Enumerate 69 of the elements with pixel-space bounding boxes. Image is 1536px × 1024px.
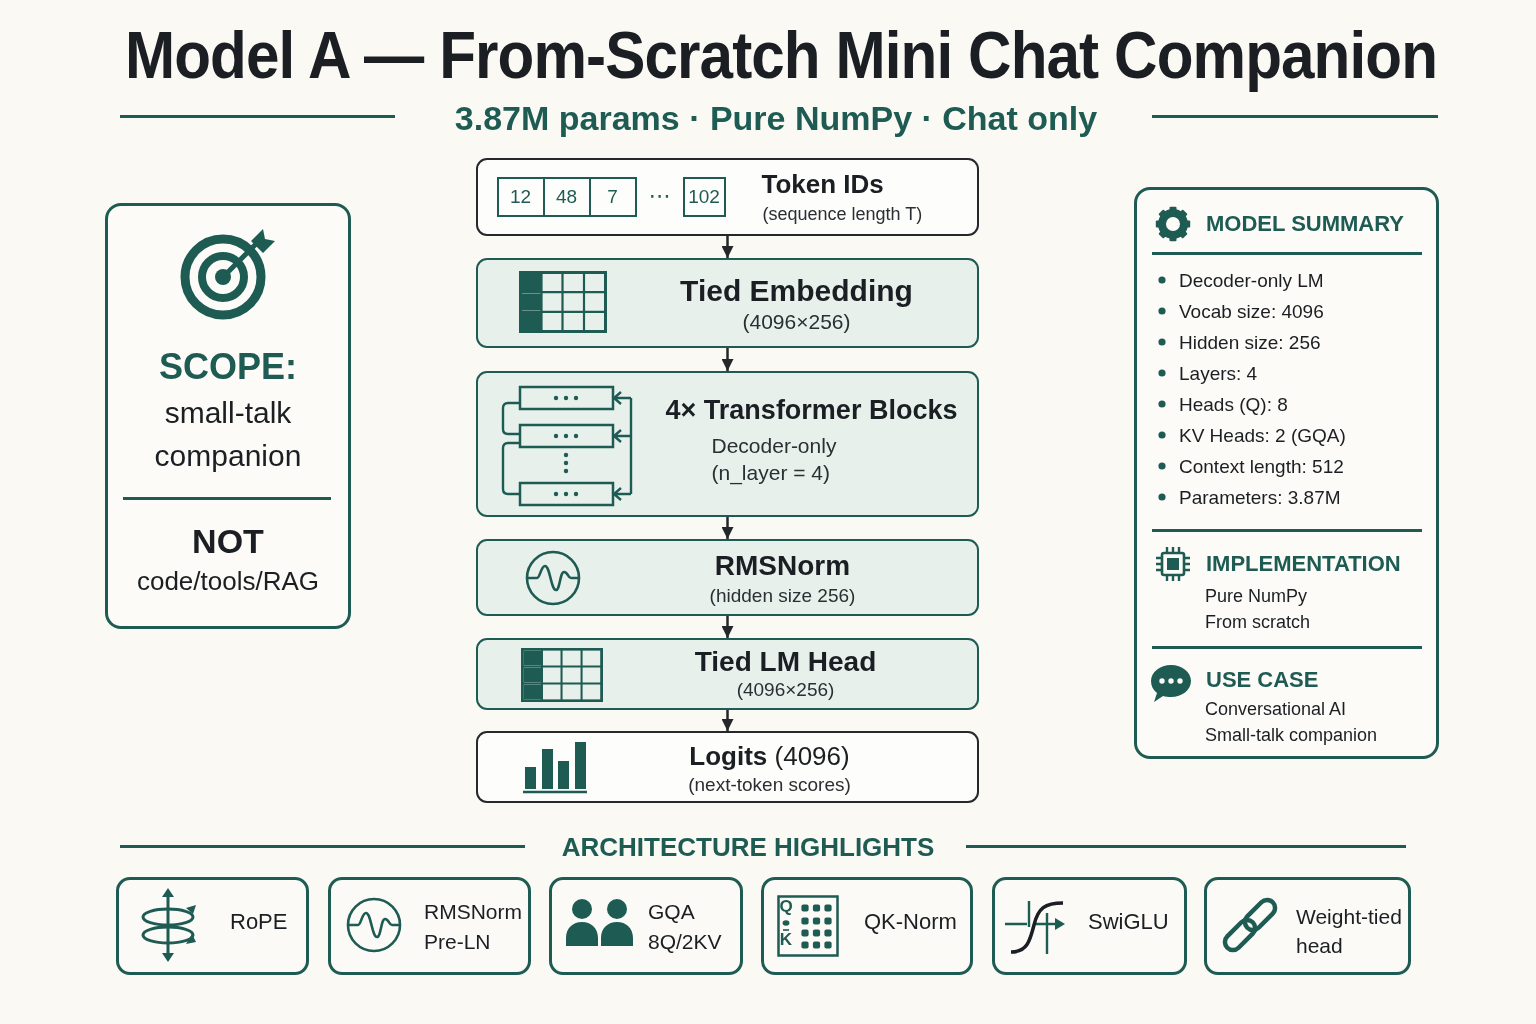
process-box: [476, 539, 979, 616]
feature-card: [1204, 877, 1411, 975]
panel-heading: NOT: [192, 520, 264, 562]
ellipsis-text: ⋯: [648, 182, 671, 209]
bullet-item: Layers: 4: [1179, 361, 1258, 385]
output-box: [476, 731, 979, 803]
process-box: [476, 258, 979, 348]
process-box: [476, 371, 979, 517]
node-subtitle: (4096×256): [736, 678, 835, 701]
feature-card: [549, 877, 743, 975]
axis-letter: K: [779, 930, 793, 950]
node-subtitle: (4096×256): [742, 309, 851, 334]
card-text: 8Q/2KV: [648, 928, 722, 954]
card-text: Pre-LN: [424, 928, 491, 954]
title: Model A — From-Scratch Mini Chat Companion: [125, 16, 1437, 94]
arrow: [721, 517, 734, 539]
panel-text: small-talk companion: [153, 394, 303, 474]
panel-text: Conversational AI: [1205, 698, 1347, 720]
axis-letter: Q: [779, 897, 793, 917]
node-subtitle: (next-token scores): [688, 773, 851, 796]
card-text: Weight-tied head: [1296, 903, 1403, 959]
panel-text: code/tools/RAG: [136, 565, 320, 597]
section-heading: ARCHITECTURE HIGHLIGHTS: [561, 831, 935, 863]
input-box: [476, 158, 979, 236]
panel-heading: SCOPE:: [159, 344, 297, 388]
feature-card: [328, 877, 531, 975]
process-box: [476, 638, 979, 710]
panel-text: Small-talk companion: [1205, 724, 1378, 746]
panel-heading: IMPLEMENTATION: [1206, 551, 1401, 577]
arrow: [721, 616, 734, 638]
bullet-item: Context length: 512: [1179, 454, 1344, 478]
feature-card: [992, 877, 1187, 975]
token-cell: 12: [496, 176, 545, 217]
panel-heading: MODEL SUMMARY: [1206, 211, 1404, 237]
card-text: SwiGLU: [1088, 909, 1169, 935]
bullet-item: Parameters: 3.87M: [1179, 485, 1341, 509]
token-cell: 102: [682, 176, 726, 217]
panel-text: From scratch: [1205, 611, 1310, 633]
card-text: GQA: [648, 898, 695, 924]
node-title: Token IDs: [761, 169, 884, 200]
bullet-item: Hidden size: 256: [1179, 330, 1321, 354]
panel-text: Pure NumPy: [1205, 585, 1308, 607]
node-subtitle: Decoder-only: [711, 433, 837, 458]
card-text: QK-Norm: [864, 909, 957, 935]
subtitle: 3.87M params · Pure NumPy · Chat only: [454, 97, 1098, 139]
node-subtitle: (hidden size 256): [709, 584, 856, 607]
token-cell: 48: [542, 176, 591, 217]
node-title: Tied LM Head: [694, 644, 877, 679]
scope-panel: [105, 203, 351, 629]
node-title: 4× Transformer Blocks: [665, 393, 958, 426]
node-subtitle: (n_layer = 4): [711, 460, 830, 485]
feature-card: [116, 877, 309, 975]
node-subtitle: (sequence length T): [762, 202, 923, 225]
arrow: [721, 348, 734, 371]
bullet-item: Heads (Q): 8: [1179, 392, 1288, 416]
panel-heading: USE CASE: [1206, 667, 1319, 693]
arrow: [721, 236, 734, 258]
feature-card: [761, 877, 973, 975]
arrow: [721, 710, 734, 731]
node-title: Logits (4096): [689, 741, 850, 772]
node-title: Tied Embedding: [680, 272, 913, 309]
summary-panel: [1134, 187, 1439, 759]
bullet-item: Decoder-only LM: [1179, 268, 1324, 292]
card-text: RoPE: [230, 909, 288, 935]
bullet-item: KV Heads: 2 (GQA): [1179, 423, 1346, 447]
card-text: RMSNorm: [424, 898, 522, 924]
node-title: RMSNorm: [714, 548, 851, 583]
bullet-item: Vocab size: 4096: [1179, 299, 1324, 323]
token-cell: 7: [588, 176, 637, 217]
